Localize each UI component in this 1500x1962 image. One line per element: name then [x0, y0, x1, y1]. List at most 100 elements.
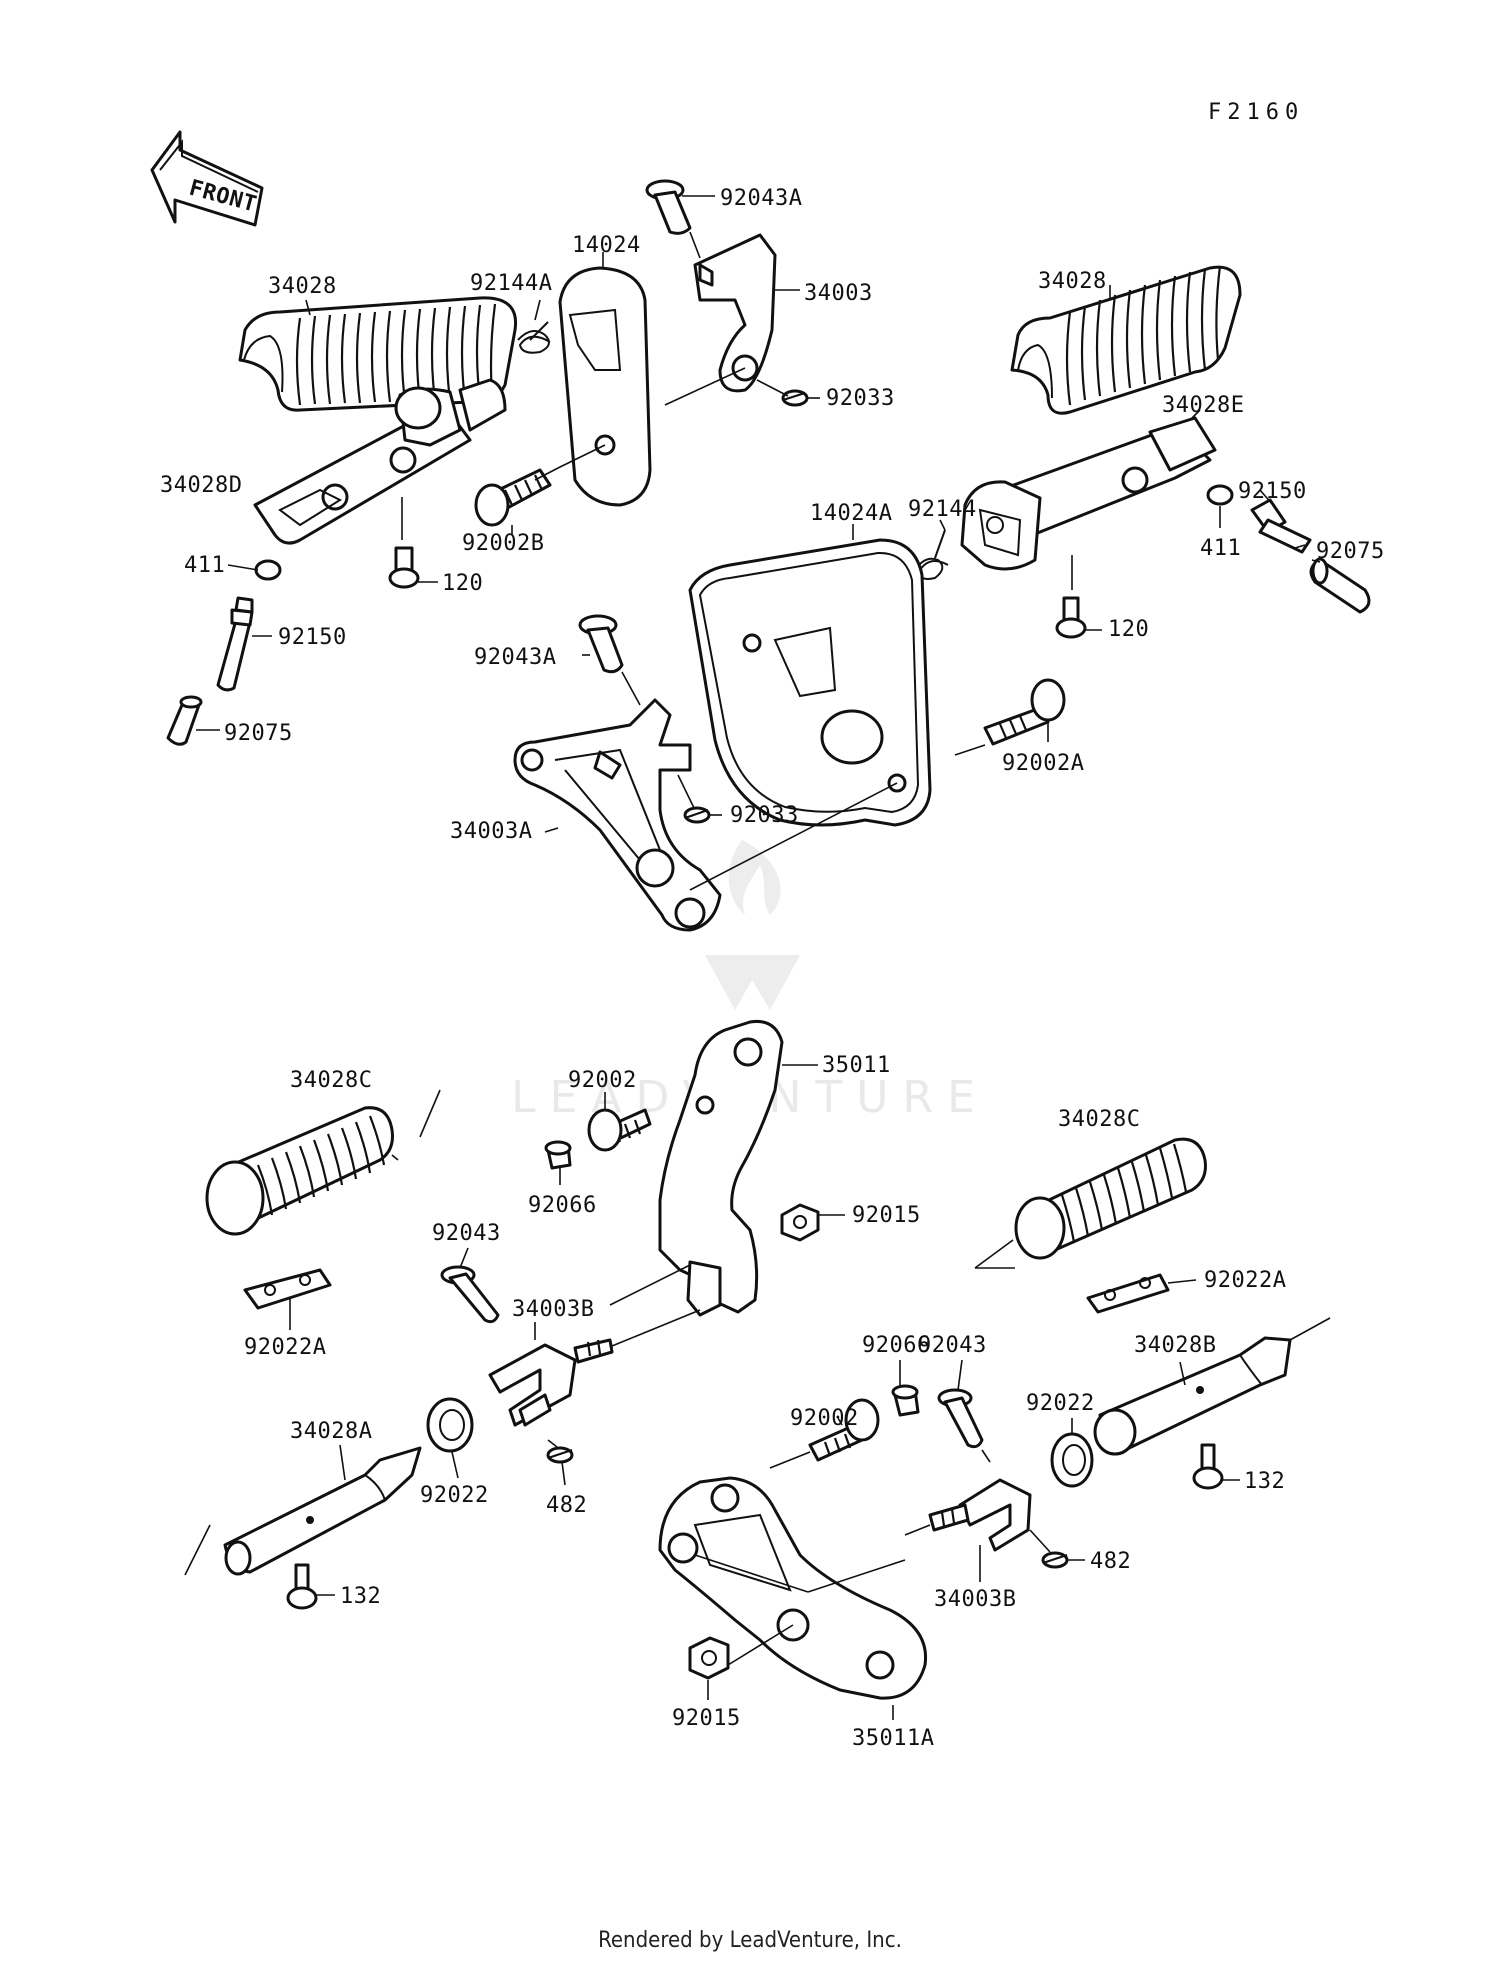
label-92144: 92144 — [908, 497, 977, 522]
pin-92043A-top — [645, 179, 692, 235]
label-92002B: 92002B — [462, 531, 544, 556]
cap-92075-left — [166, 695, 203, 746]
label-92150-right: 92150 — [1238, 479, 1307, 504]
label-34028-left: 34028 — [268, 274, 337, 299]
label-120-left: 120 — [442, 571, 483, 596]
pin-92150-left — [216, 596, 254, 692]
cap-92075-right — [1309, 557, 1371, 614]
pin-92043-left — [440, 1265, 500, 1324]
label-34028E: 34028E — [1162, 393, 1244, 418]
bracket-34003A — [513, 698, 722, 932]
bolt-120-right — [1055, 596, 1087, 639]
label-120-right: 120 — [1108, 617, 1149, 642]
pin-92043A-mid — [578, 614, 624, 674]
bracket-35011 — [658, 1019, 784, 1317]
label-92002-bottom: 92002 — [790, 1406, 859, 1431]
clip-482-right — [1041, 1551, 1069, 1569]
footpeg-rubber-34028C-right — [1014, 1137, 1207, 1260]
label-132-right: 132 — [1244, 1469, 1285, 1494]
pin-92043-right — [937, 1388, 984, 1449]
label-35011: 35011 — [822, 1053, 891, 1078]
label-35011A: 35011A — [852, 1726, 934, 1751]
heel-guard-plate-14024 — [558, 266, 652, 507]
label-34028A: 34028A — [290, 1419, 372, 1444]
label-14024: 14024 — [572, 233, 641, 258]
bolt-92002A — [983, 678, 1066, 746]
label-92066-bottom: 92066 — [862, 1333, 931, 1358]
label-92043-right: 92043 — [918, 1333, 987, 1358]
label-92033-mid: 92033 — [730, 803, 799, 828]
label-34028C-right: 34028C — [1058, 1107, 1140, 1132]
label-92022-left: 92022 — [420, 1483, 489, 1508]
label-92022A-right: 92022A — [1204, 1268, 1286, 1293]
clip-92033-top — [781, 389, 809, 407]
label-92033-top: 92033 — [826, 386, 895, 411]
label-411-right: 411 — [1200, 536, 1241, 561]
label-92043A-top: 92043A — [720, 186, 802, 211]
label-482-right: 482 — [1090, 1549, 1131, 1574]
label-92015-top: 92015 — [852, 1203, 921, 1228]
nut-92015-bottom — [688, 1636, 730, 1680]
label-92043A-mid: 92043A — [474, 645, 556, 670]
bracket-34003 — [693, 233, 777, 393]
bracket-34003B-right — [928, 1478, 1032, 1552]
label-92002A: 92002A — [1002, 751, 1084, 776]
label-92002-top: 92002 — [568, 1068, 637, 1093]
footpeg-34028A — [223, 1446, 422, 1576]
collar-92066-top — [544, 1140, 572, 1170]
bolt-120-left — [388, 546, 420, 589]
label-34003B-left: 34003B — [512, 1297, 594, 1322]
clip-92033-mid — [683, 806, 711, 824]
plate-92022A-left — [243, 1268, 332, 1310]
label-92066-top: 92066 — [528, 1193, 597, 1218]
watermark-logo — [705, 840, 800, 1010]
pin-92150-right — [1250, 498, 1312, 554]
bolt-92002-bottom — [808, 1398, 880, 1462]
label-34028D: 34028D — [160, 473, 242, 498]
washer-92022-left — [426, 1397, 474, 1453]
label-92022A-left: 92022A — [244, 1335, 326, 1360]
label-92150-left: 92150 — [278, 625, 347, 650]
bolt-92002B — [474, 468, 552, 527]
bolt-132-right — [1192, 1443, 1224, 1490]
label-34003A: 34003A — [450, 819, 532, 844]
label-92022-right: 92022 — [1026, 1391, 1095, 1416]
bracket-34003B-left — [488, 1338, 614, 1427]
label-482-left: 482 — [546, 1493, 587, 1518]
bracket-35011A — [658, 1476, 928, 1700]
heel-guard-plate-14024A — [688, 538, 932, 827]
label-34003: 34003 — [804, 281, 873, 306]
nut-92015-top — [780, 1203, 820, 1242]
label-92144A: 92144A — [470, 271, 552, 296]
footpeg-rubber-right — [1010, 265, 1242, 415]
collar-92066-bottom — [891, 1384, 920, 1417]
label-34028C-left: 34028C — [290, 1068, 372, 1093]
footpeg-34028E — [960, 416, 1217, 571]
footpeg-34028D — [253, 378, 507, 545]
label-14024A: 14024A — [810, 501, 892, 526]
front-direction-arrow: FRONT — [150, 130, 264, 227]
label-411-left: 411 — [184, 553, 225, 578]
washer-92022-right — [1050, 1432, 1094, 1488]
footer-credit: Rendered by LeadVenture, Inc. — [598, 1928, 902, 1953]
label-132-left: 132 — [340, 1584, 381, 1609]
label-92043-left: 92043 — [432, 1221, 501, 1246]
bolt-92002-top — [587, 1108, 652, 1152]
washer-411-right — [1206, 484, 1234, 506]
spring-92144A — [517, 321, 551, 354]
bolt-132-left — [286, 1563, 318, 1610]
label-92075-right: 92075 — [1316, 539, 1385, 564]
footpeg-34028B — [1093, 1336, 1292, 1456]
footpeg-rubber-34028C-left — [205, 1106, 394, 1236]
label-92075-left: 92075 — [224, 721, 293, 746]
part-labels: 92043A 14024 34003 34028 92144A 92033 34… — [160, 186, 1385, 1751]
plate-92022A-right — [1086, 1273, 1170, 1314]
figure-code: F2160 — [1208, 100, 1305, 125]
washer-411-left — [254, 559, 282, 581]
label-34003B-right: 34003B — [934, 1587, 1016, 1612]
label-34028B: 34028B — [1134, 1333, 1216, 1358]
label-34028-right: 34028 — [1038, 269, 1107, 294]
clip-482-left — [546, 1446, 574, 1464]
label-92015-bottom: 92015 — [672, 1706, 741, 1731]
